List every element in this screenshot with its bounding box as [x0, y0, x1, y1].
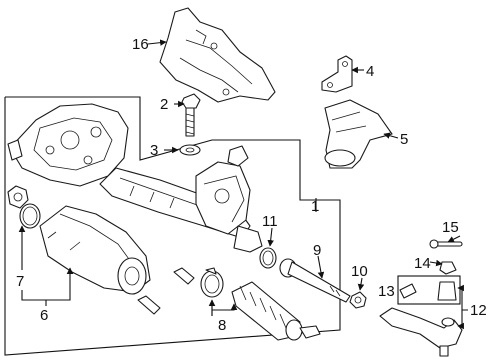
bolt-part — [181, 93, 201, 137]
callout-7: 7 — [16, 273, 24, 290]
callout-2: 2 — [160, 96, 168, 113]
callout-4: 4 — [366, 63, 374, 80]
callout-10: 10 — [351, 263, 368, 280]
leader-lines — [18, 39, 468, 330]
callout-9: 9 — [313, 242, 321, 259]
small-gear-part — [7, 185, 29, 209]
callout-11: 11 — [262, 213, 278, 230]
outer-tie-rod-part — [379, 307, 463, 357]
heat-shield-part — [159, 7, 276, 103]
callout-14: 14 — [414, 255, 431, 272]
small-hardware-part — [399, 239, 463, 301]
callout-6: 6 — [40, 307, 48, 324]
inner-tie-rod-part — [279, 258, 351, 303]
callout-1: 1 — [311, 198, 319, 215]
motor-bolts-part — [137, 267, 195, 315]
steering-gear-part — [7, 103, 263, 253]
jam-nut-part — [349, 291, 367, 309]
callout-16: 16 — [132, 36, 149, 53]
bellows-boot-part — [231, 281, 321, 341]
assembly-outline — [4, 96, 341, 356]
seal-ring-part — [259, 247, 277, 269]
mount-bracket-part — [321, 55, 353, 93]
o-ring-part — [19, 203, 41, 229]
callout-15: 15 — [442, 219, 459, 236]
callout-8: 8 — [218, 317, 226, 334]
callout-5: 5 — [400, 131, 408, 148]
motor-part — [39, 205, 151, 295]
washer-part — [179, 144, 201, 156]
callout-labels: 1 2 3 4 5 6 7 8 9 10 11 12 13 14 15 16 — [16, 36, 487, 334]
callout-3: 3 — [150, 142, 158, 159]
callout-13: 13 — [378, 283, 395, 300]
dust-boot-part — [324, 99, 393, 169]
callout-12: 12 — [470, 302, 487, 319]
boot-clamp-part — [200, 267, 224, 298]
